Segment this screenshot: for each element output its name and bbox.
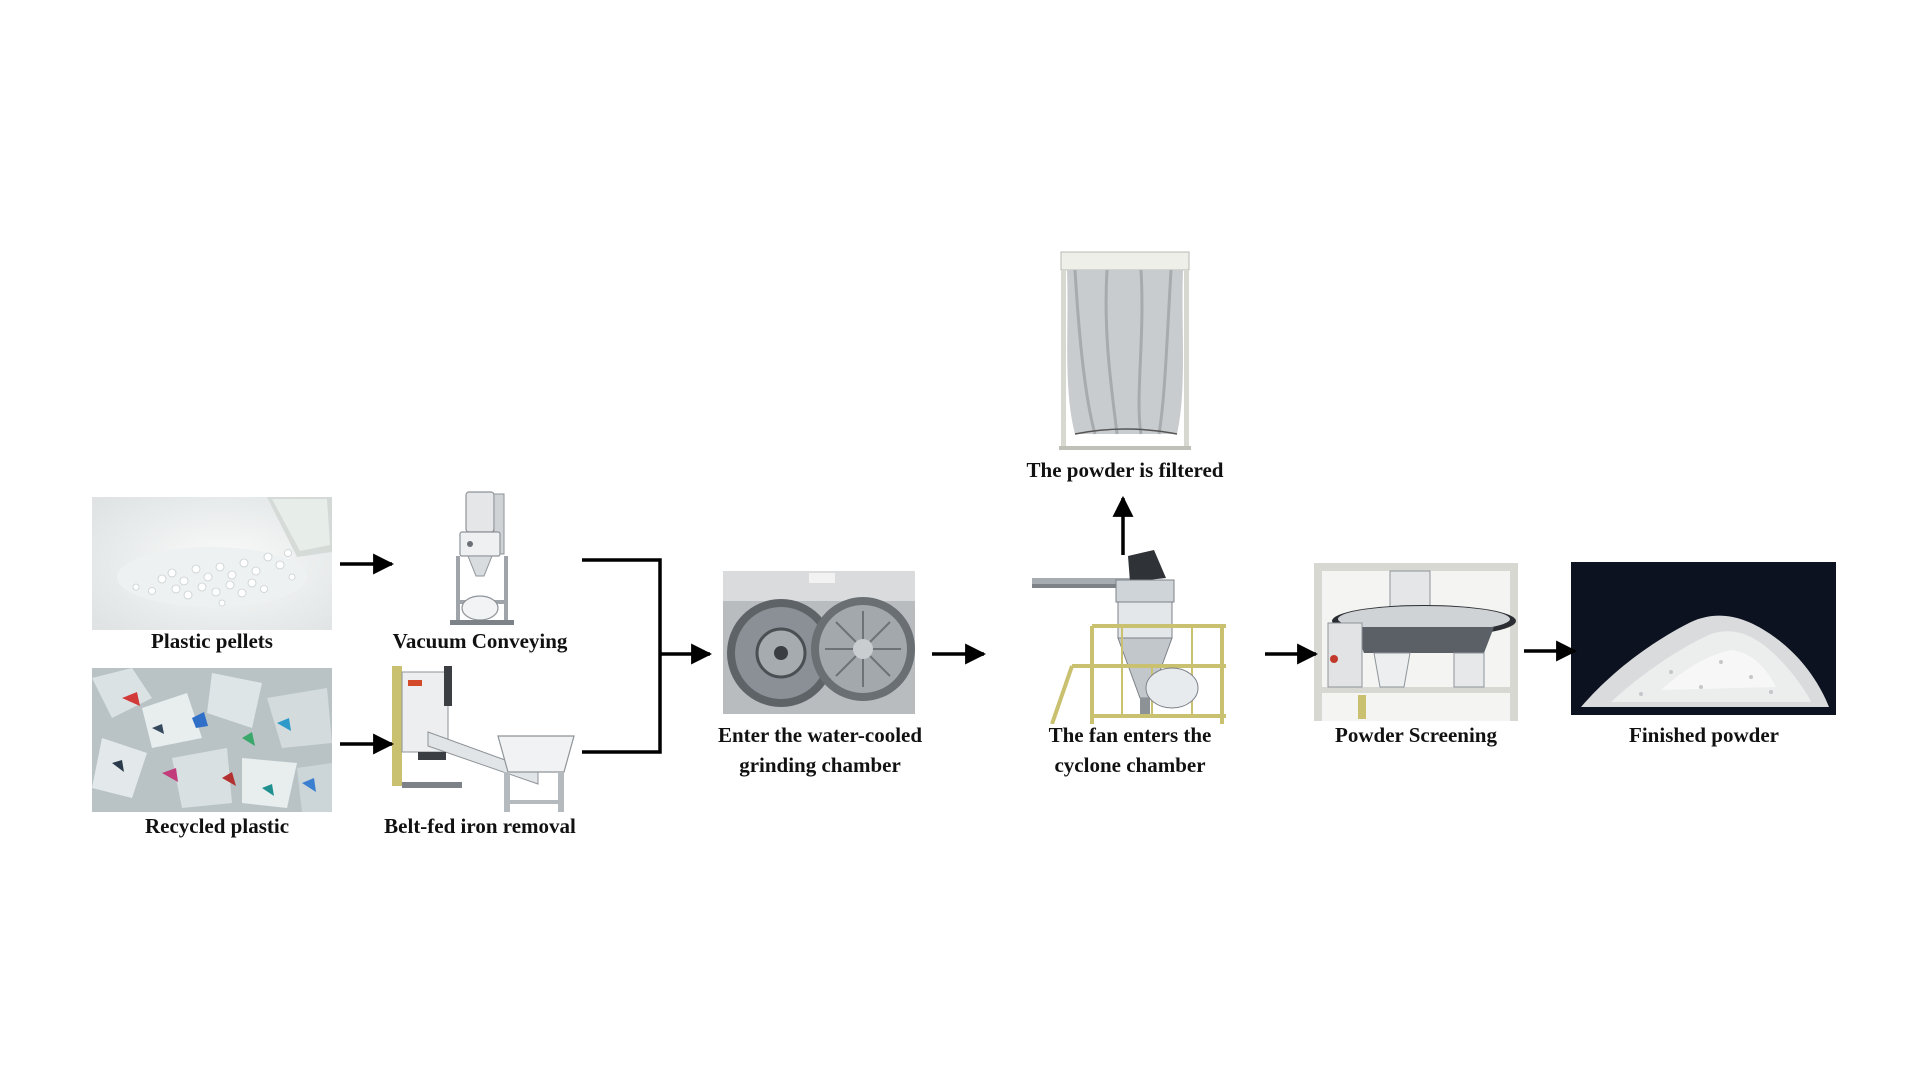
belt-fed-image (388, 662, 580, 816)
grinding-chamber-label: Enter the water-cooled grinding chamber (717, 723, 923, 777)
filtered-label: The powder is filtered (1026, 458, 1224, 482)
finished-powder-image (1571, 562, 1836, 715)
recycled-plastic-label: Recycled plastic (144, 814, 290, 838)
plastic-pellets-label: Plastic pellets (151, 629, 273, 653)
finished-powder-label: Finished powder (1629, 723, 1779, 747)
cyclone-chamber-label: The fan enters the cyclone chamber (1048, 723, 1212, 777)
powder-screening-image (1314, 563, 1518, 721)
belt-fed-label: Belt-fed iron removal (384, 814, 576, 838)
cyclone-chamber-image (1032, 548, 1226, 724)
recycled-plastic-image (92, 668, 332, 812)
plastic-pellets-image (92, 497, 332, 630)
vacuum-conveying-label: Vacuum Conveying (392, 629, 568, 653)
connector-vacuum-to-merge (582, 558, 662, 754)
vacuum-conveying-image (446, 488, 520, 628)
grinding-chamber-image (723, 571, 915, 714)
filter-bag-image (1055, 248, 1195, 452)
powder-screening-label: Powder Screening (1335, 723, 1497, 747)
